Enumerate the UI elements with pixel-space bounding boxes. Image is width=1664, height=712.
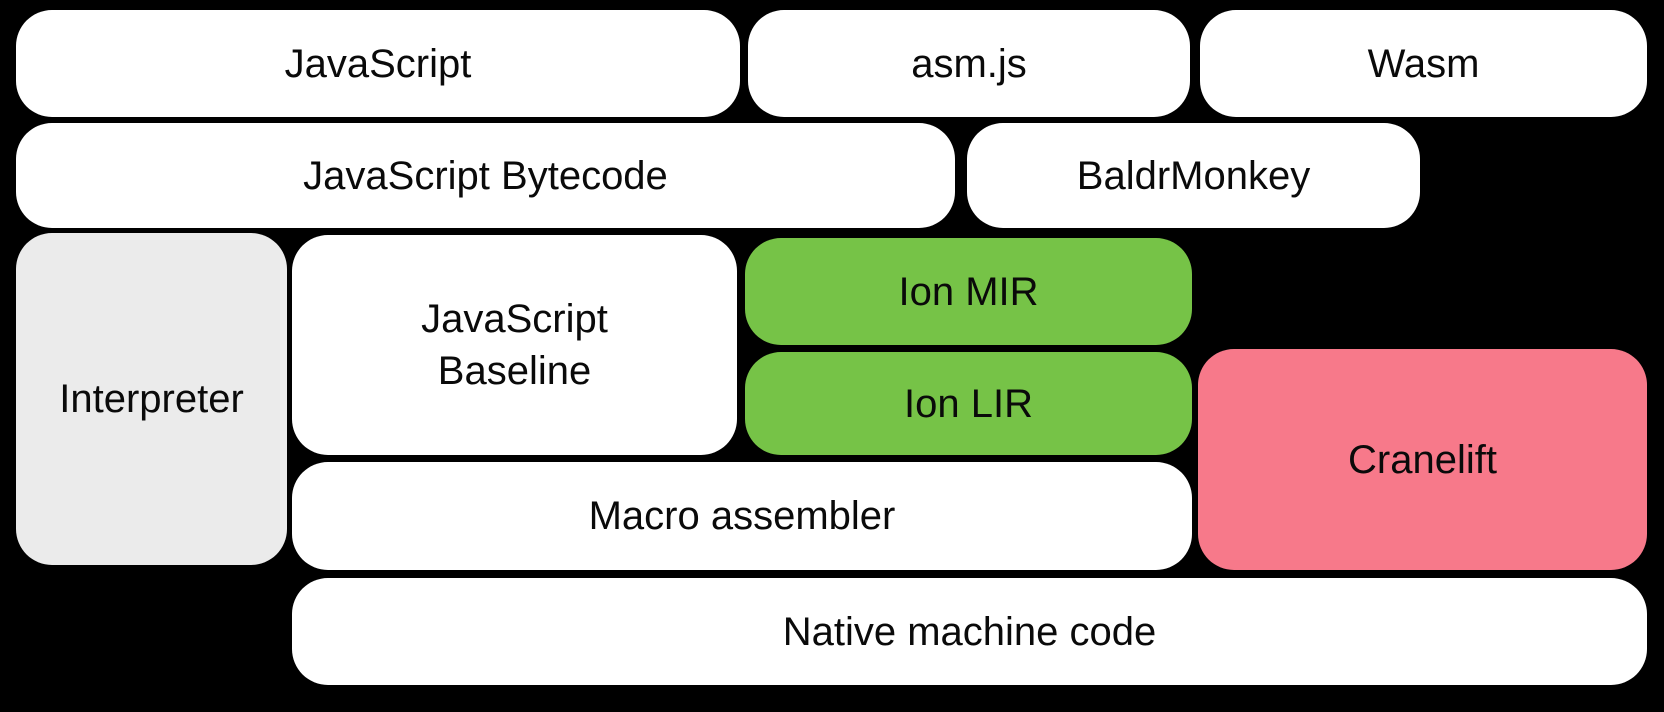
box-macro-assembler-label: Macro assembler (588, 494, 896, 538)
box-asmjs-label: asm.js (911, 41, 1027, 86)
box-asmjs: asm.js (748, 10, 1190, 117)
box-wasm: Wasm (1200, 10, 1647, 117)
box-javascript-bytecode-label: JavaScript Bytecode (303, 153, 668, 198)
box-javascript: JavaScript (16, 10, 740, 117)
box-macro-assembler: Macro assembler (292, 462, 1192, 570)
box-ion-mir-label: Ion MIR (898, 269, 1039, 314)
box-native-machine-code-label: Native machine code (782, 609, 1157, 654)
box-baldrmonkey: BaldrMonkey (967, 123, 1420, 228)
box-wasm-label: Wasm (1367, 41, 1480, 86)
box-baldrmonkey-label: BaldrMonkey (1076, 153, 1311, 198)
box-interpreter: Interpreter (16, 233, 287, 565)
box-javascript-baseline-label: JavaScript Baseline (421, 297, 608, 393)
box-javascript-baseline: JavaScript Baseline (292, 235, 737, 455)
box-native-machine-code: Native machine code (292, 578, 1647, 685)
box-cranelift: Cranelift (1198, 349, 1647, 570)
box-ion-lir-label: Ion LIR (904, 381, 1033, 426)
box-cranelift-label: Cranelift (1348, 437, 1497, 482)
box-interpreter-label: Interpreter (59, 377, 244, 421)
box-ion-mir: Ion MIR (745, 238, 1192, 345)
box-javascript-bytecode: JavaScript Bytecode (16, 123, 955, 228)
box-javascript-label: JavaScript (284, 41, 472, 86)
box-ion-lir: Ion LIR (745, 352, 1192, 455)
